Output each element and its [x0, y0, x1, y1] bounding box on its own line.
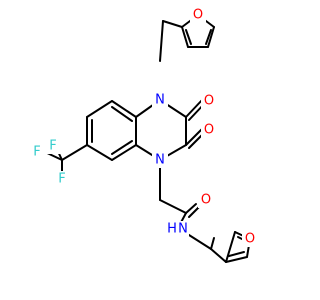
bond [225, 231, 236, 263]
atom-n-ring-bottom: N [155, 153, 165, 168]
bond [111, 106, 133, 122]
bond [162, 20, 183, 28]
atom-label-layer: O N O O N F F F O H N O [29, 7, 258, 247]
atom-o-amide: O [201, 193, 211, 208]
bond [225, 256, 248, 263]
atom-n-amide: N [178, 222, 188, 237]
atom-o-furan-top: O [193, 8, 203, 23]
bond [185, 203, 197, 214]
bond [185, 98, 204, 118]
bond [210, 248, 227, 263]
atom-o-carbonyl-upper: O [204, 94, 214, 109]
atom-o-furan-bottom: O [245, 232, 255, 247]
bond [159, 20, 164, 62]
atom-f-1: F [49, 139, 56, 154]
atom-n-ring-top: N [155, 93, 165, 108]
bond [86, 144, 113, 161]
bond [61, 144, 88, 161]
atom-f-2: F [33, 145, 40, 160]
bond-layer [44, 14, 251, 263]
molecule-structure-diagram: O N O O N F F F O H N O [29, 7, 258, 263]
bond [188, 206, 200, 218]
bond [111, 144, 137, 161]
bond [159, 199, 187, 214]
atom-o-carbonyl-lower: O [204, 123, 214, 138]
bond [111, 140, 133, 155]
bond [185, 29, 192, 45]
atom-f-3: F [58, 172, 65, 187]
bond [181, 26, 189, 48]
bond [210, 237, 215, 250]
bond [207, 26, 215, 48]
atom-h-amide: H [167, 222, 177, 237]
bond [228, 251, 245, 257]
bond [185, 127, 204, 146]
bond [111, 100, 137, 118]
bond [205, 29, 212, 45]
bond [86, 100, 113, 118]
